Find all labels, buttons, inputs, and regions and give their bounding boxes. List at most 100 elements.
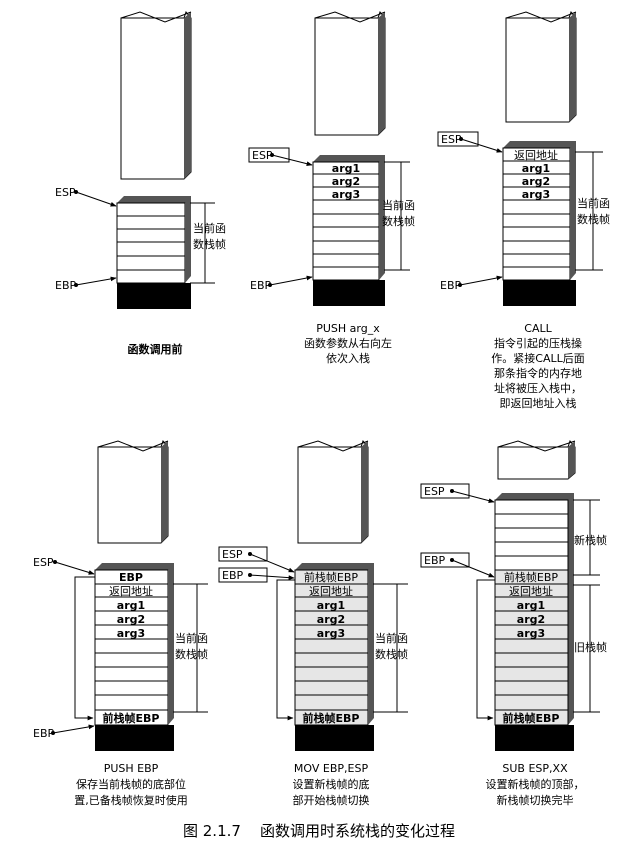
esp-pointer-label: ESP <box>33 556 54 569</box>
memory-column-top <box>297 439 369 544</box>
stack-cell-arg1: arg1 <box>522 162 550 175</box>
memory-column-top <box>120 10 192 180</box>
esp-arrow <box>460 138 503 153</box>
memory-column-top <box>505 10 577 123</box>
esp-arrow <box>54 561 95 575</box>
caption-line1: PUSH arg_x <box>316 322 380 335</box>
new-frame-label: 新栈帧 <box>574 533 607 547</box>
esp-pointer-label: ESP <box>424 485 445 498</box>
caption-line2: 设置新栈帧的顶部， <box>486 777 585 791</box>
stack-column: EBP 返回地址 arg1 arg2 arg3 前栈帧EBP <box>94 563 174 751</box>
frame-label-line2: 数栈帧 <box>175 647 208 661</box>
ebp-arrow <box>459 275 503 286</box>
ebp-arrow <box>451 559 495 578</box>
ebp-arrow <box>249 574 295 581</box>
stack-cell-return-address: 返回地址 <box>309 584 353 598</box>
stack-cell-arg3: arg3 <box>517 627 545 640</box>
esp-pointer-label: ESP <box>222 548 243 561</box>
stack-cell-previous-ebp: 前栈帧EBP <box>503 711 560 725</box>
esp-arrow <box>451 490 495 503</box>
ebp-pointer-label: EBP <box>250 279 271 292</box>
stack-cell-return-address: 返回地址 <box>509 584 553 598</box>
caption-line2: 设置新栈帧的底 <box>293 777 370 791</box>
stack-cell-previous-ebp: 前栈帧EBP <box>303 711 360 725</box>
frame-label-line1: 旧栈帧 <box>574 640 607 654</box>
frame-label-line1: 当前函 <box>577 196 610 210</box>
ebp-pointer-label: EBP <box>55 279 76 292</box>
figure-caption: 图 2.1.7 函数调用时系统栈的变化过程 <box>183 822 455 840</box>
stack-cell-arg2: arg2 <box>522 175 550 188</box>
stack-base <box>295 725 374 751</box>
stack-cell-saved-ebp: 前栈帧EBP <box>304 570 358 584</box>
stack-column: 前栈帧EBP 返回地址 arg1 arg2 arg3 前栈帧EBP <box>494 493 574 751</box>
stack-cell-arg2: arg2 <box>517 613 545 626</box>
ebp-arrow <box>52 724 95 734</box>
frame-label-line2: 数栈帧 <box>382 214 415 228</box>
panel-push-ebp: EBP 返回地址 arg1 arg2 arg3 前栈帧EBP 当前函 数栈帧 E… <box>33 439 208 807</box>
esp-arrow <box>249 553 295 573</box>
caption-line6: 即返回地址入栈 <box>500 396 577 410</box>
caption-line2: 指令引起的压栈操 <box>494 336 582 350</box>
caption-line1: SUB ESP,XX <box>502 762 568 775</box>
frame-label-line1: 当前函 <box>175 631 208 645</box>
stack-cell-return-address: 返回地址 <box>514 148 558 162</box>
caption-line3: 依次入栈 <box>326 351 370 365</box>
frame-label-line1: 当前函 <box>375 631 408 645</box>
caption-line3: 部开始栈帧切换 <box>293 793 370 807</box>
stack-base <box>503 280 576 306</box>
ebp-arrow <box>269 275 313 286</box>
stack-cell-arg2: arg2 <box>317 613 345 626</box>
stack-column: 返回地址 arg1 arg2 arg3 <box>502 141 576 306</box>
saved-ebp-link-arrow <box>476 579 495 721</box>
stack-cell-previous-ebp: 前栈帧EBP <box>103 711 160 725</box>
esp-pointer-label: ESP <box>252 149 273 162</box>
memory-column-top <box>97 439 169 544</box>
stack-column: arg1 arg2 arg3 <box>312 155 385 306</box>
panel-before-call: 当前函 数栈帧 ESP EBP 函数调用前 <box>55 10 226 356</box>
frame-label-line1: 当前函 <box>193 221 226 235</box>
stack-cell-arg2: arg2 <box>117 613 145 626</box>
frame-label-line2: 数栈帧 <box>375 647 408 661</box>
stack-cell-arg2: arg2 <box>332 175 360 188</box>
stack-base <box>495 725 574 751</box>
stack-column: 前栈帧EBP 返回地址 arg1 arg2 arg3 前栈帧EBP <box>294 563 374 751</box>
stack-cell-return-address: 返回地址 <box>109 584 153 598</box>
stack-cell-arg1: arg1 <box>332 162 360 175</box>
ebp-pointer-label: EBP <box>440 279 461 292</box>
caption-line1: PUSH EBP <box>104 762 159 775</box>
panel-call: 返回地址 arg1 arg2 arg3 当前函 数栈帧 ESP EBP CALL… <box>437 10 610 410</box>
memory-column-top <box>497 439 576 480</box>
saved-ebp-link-arrow <box>74 576 95 721</box>
stack-cell-arg3: arg3 <box>317 627 345 640</box>
panel-sub-esp: 前栈帧EBP 返回地址 arg1 arg2 arg3 前栈帧EBP 新栈帧 旧栈… <box>420 439 607 807</box>
caption-line5: 址将被压入栈中， <box>494 381 582 395</box>
esp-pointer-label: ESP <box>55 186 76 199</box>
stack-cell-arg1: arg1 <box>317 599 345 612</box>
esp-pointer-label: ESP <box>441 133 462 146</box>
caption-line3: 置,已备栈帧恢复时使用 <box>74 793 188 807</box>
stack-cell-arg3: arg3 <box>117 627 145 640</box>
caption-line3: 作。紧接CALL后面 <box>491 352 584 365</box>
caption-line3: 新栈帧切换完毕 <box>497 793 574 807</box>
stack-cell-saved-ebp: 前栈帧EBP <box>504 570 558 584</box>
stack-base <box>117 283 191 309</box>
caption-line2: 保存当前栈帧的底部位 <box>76 777 186 791</box>
memory-column-top <box>314 10 386 136</box>
stack-cell-arg1: arg1 <box>517 599 545 612</box>
ebp-pointer-label: EBP <box>424 554 445 567</box>
panel-push-args: arg1 arg2 arg3 当前函 数栈帧 ESP EBP PUSH arg_… <box>248 10 415 365</box>
caption-line1: 函数调用前 <box>128 342 183 356</box>
stack-cell-arg3: arg3 <box>332 188 360 201</box>
caption-line4: 那条指令的内存地 <box>494 366 582 380</box>
caption-line1: CALL <box>524 322 552 335</box>
ebp-pointer-label: EBP <box>222 569 243 582</box>
stack-cell-arg1: arg1 <box>117 599 145 612</box>
ebp-arrow <box>75 276 117 286</box>
caption-line2: 函数参数从右向左 <box>304 336 392 350</box>
frame-label-line2: 数栈帧 <box>577 212 610 226</box>
stack-base <box>313 280 385 306</box>
stack-cell-arg3: arg3 <box>522 188 550 201</box>
esp-arrow <box>75 191 117 207</box>
